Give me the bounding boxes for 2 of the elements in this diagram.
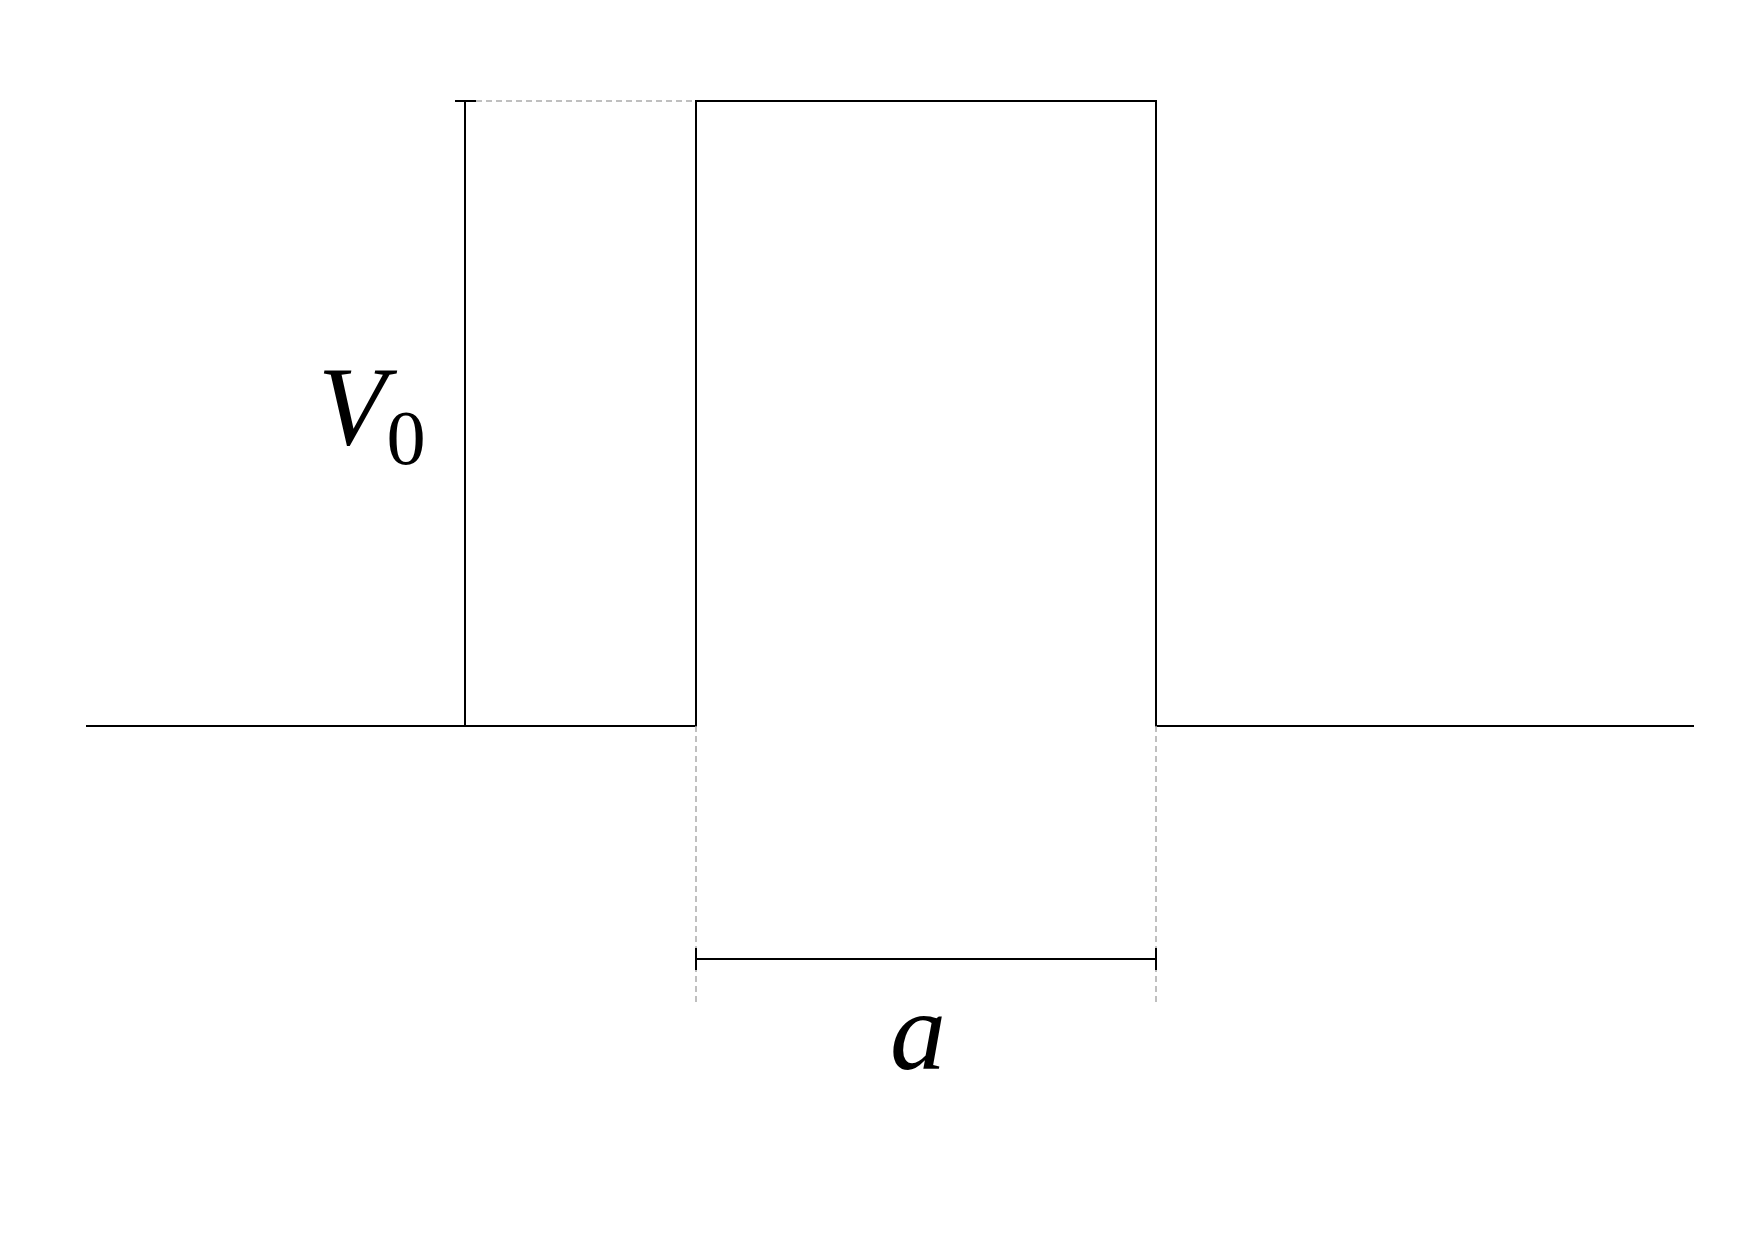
dimension-label: a	[890, 975, 946, 1087]
dimension-label: V$_{0}$	[318, 350, 426, 477]
